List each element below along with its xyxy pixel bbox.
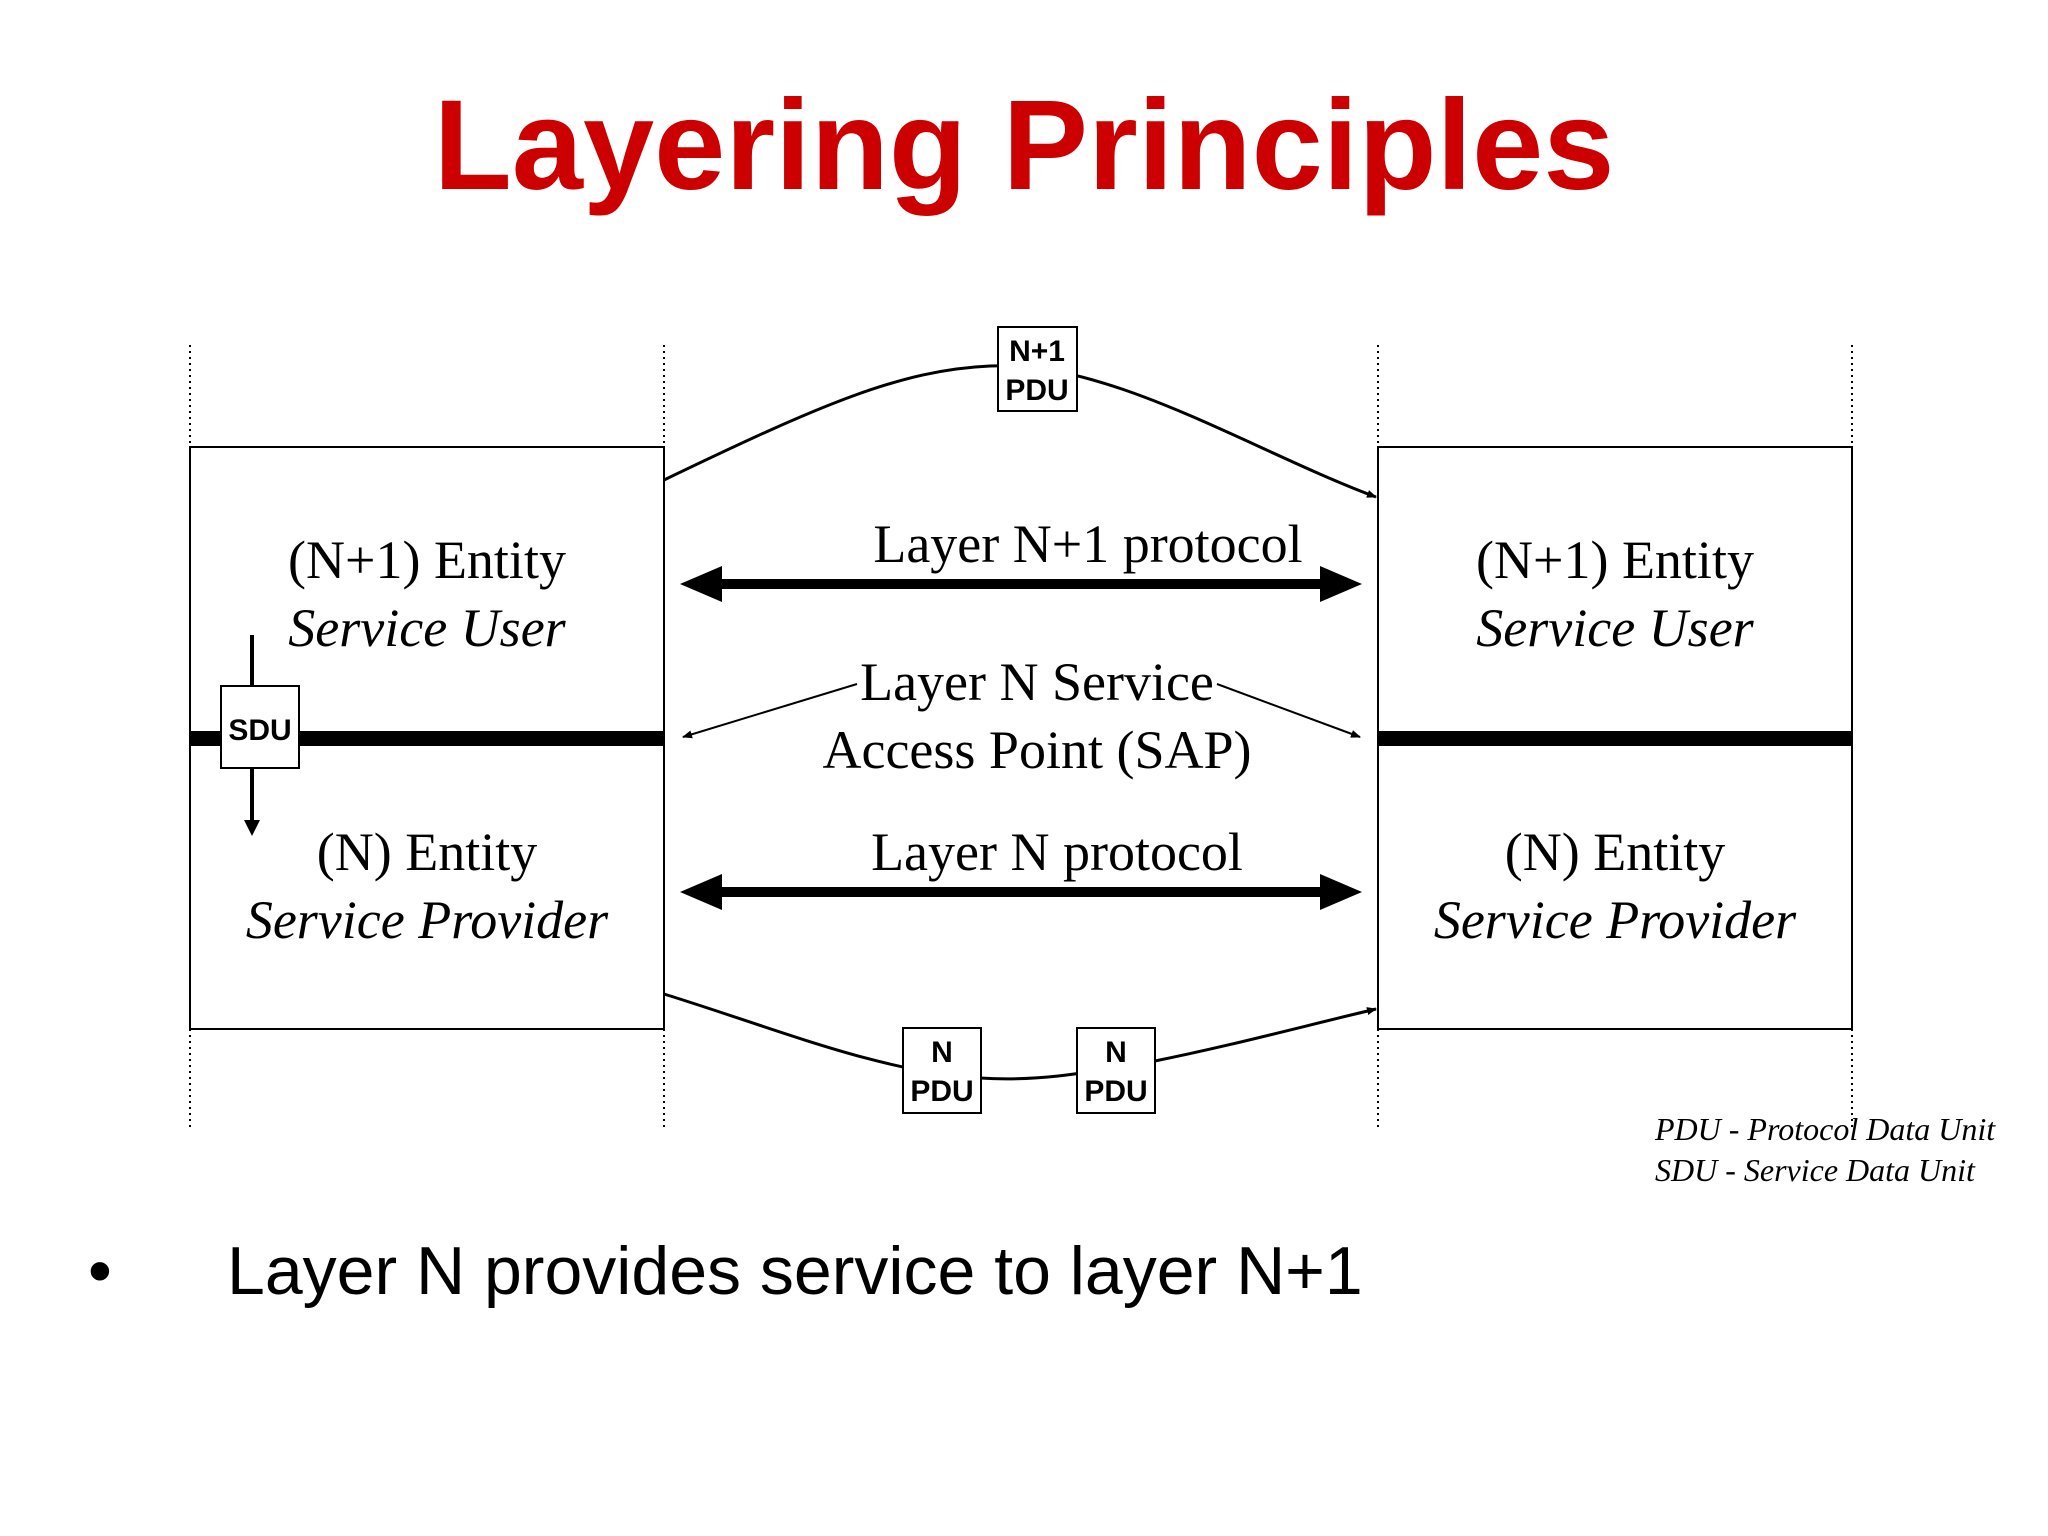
- n-pdu-curve: [663, 992, 1377, 1081]
- n-pdu-b-line1: N: [1105, 1036, 1127, 1069]
- sdu-label: SDU: [228, 714, 291, 747]
- n-pdu-a-line1: N: [931, 1036, 953, 1069]
- right-sap-boundary: [1378, 731, 1852, 746]
- sap-pointer-left: [682, 683, 858, 739]
- legend-sdu: SDU - Service Data Unit: [1655, 1152, 1976, 1188]
- n-pdu-a-line2: PDU: [910, 1075, 973, 1108]
- slide-title: Layering Principles: [433, 74, 1615, 217]
- n-pdu-box-a: [902, 1027, 982, 1114]
- right-lower-role-label: Service Provider: [1434, 890, 1797, 950]
- right-upper-entity-label: (N+1) Entity: [1476, 530, 1754, 590]
- right-upper-role-label: Service User: [1476, 598, 1754, 658]
- bullet-text: Layer N provides service to layer N+1: [227, 1233, 1363, 1309]
- layer-n-protocol-arrow: [680, 874, 1362, 910]
- left-upper-role-label: Service User: [288, 598, 566, 658]
- left-lower-entity-label: (N) Entity: [317, 822, 537, 882]
- bullet-marker: •: [88, 1233, 112, 1309]
- sap-pointer-right: [1216, 683, 1361, 738]
- left-lower-role-label: Service Provider: [246, 890, 609, 950]
- layer-n-protocol-label: Layer N protocol: [871, 822, 1243, 882]
- sap-label-line1: Layer N Service: [860, 652, 1214, 712]
- layer-n1-protocol-label: Layer N+1 protocol: [873, 514, 1302, 574]
- left-sap-boundary: [190, 731, 664, 746]
- right-lower-entity-label: (N) Entity: [1505, 822, 1725, 882]
- sdu-arrow-head: [244, 820, 260, 836]
- n1-pdu-box: [997, 326, 1078, 412]
- layer-n1-protocol-arrow: [680, 566, 1362, 602]
- left-upper-entity-label: (N+1) Entity: [288, 530, 566, 590]
- n1-pdu-line1: N+1: [1009, 335, 1065, 368]
- n-pdu-box-b: [1076, 1027, 1156, 1114]
- n1-pdu-line2: PDU: [1005, 374, 1068, 407]
- n-pdu-b-line2: PDU: [1084, 1075, 1147, 1108]
- sap-label-line2: Access Point (SAP): [823, 720, 1252, 780]
- n1-pdu-curve: [663, 364, 1377, 499]
- sdu-box: [220, 685, 300, 769]
- legend-pdu: PDU - Protocol Data Unit: [1654, 1111, 1996, 1147]
